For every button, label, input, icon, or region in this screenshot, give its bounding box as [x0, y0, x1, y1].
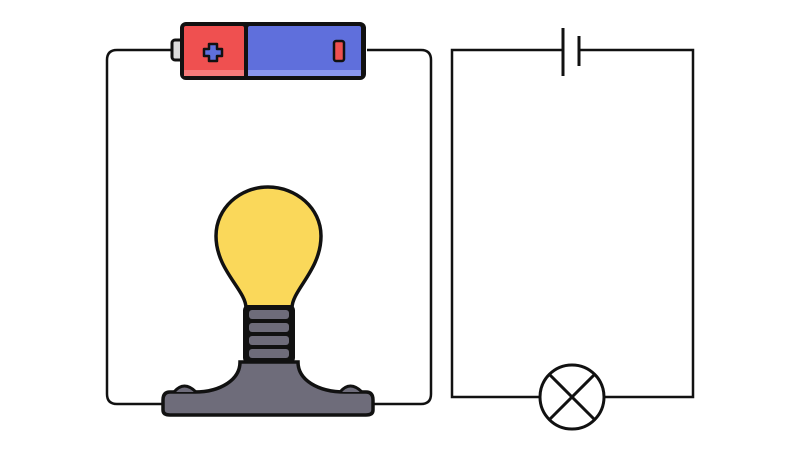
battery-negative-highlight	[248, 70, 361, 76]
screw-thread	[249, 310, 289, 319]
battery	[170, 22, 366, 80]
schematic-wire	[450, 48, 695, 399]
minus-icon	[332, 39, 346, 63]
base-bump-right	[338, 384, 364, 394]
wire-right	[367, 48, 433, 406]
screw-thread	[249, 323, 289, 332]
screw-thread	[249, 336, 289, 345]
pictorial-circuit	[105, 48, 433, 406]
light-bulb	[161, 185, 375, 417]
schematic-circuit	[450, 28, 695, 431]
battery-negative-half	[248, 26, 361, 76]
bulb-screw	[243, 305, 295, 363]
screw-thread	[249, 349, 289, 358]
plus-icon	[202, 42, 224, 63]
lamp-symbol-icon	[538, 363, 606, 431]
lamp-circle	[538, 363, 606, 431]
wire-left	[105, 48, 172, 406]
bulb-glass	[214, 185, 323, 310]
battery-positive-highlight	[184, 70, 244, 76]
lamp-cross-line	[547, 372, 597, 422]
base-bump-left	[172, 384, 198, 394]
